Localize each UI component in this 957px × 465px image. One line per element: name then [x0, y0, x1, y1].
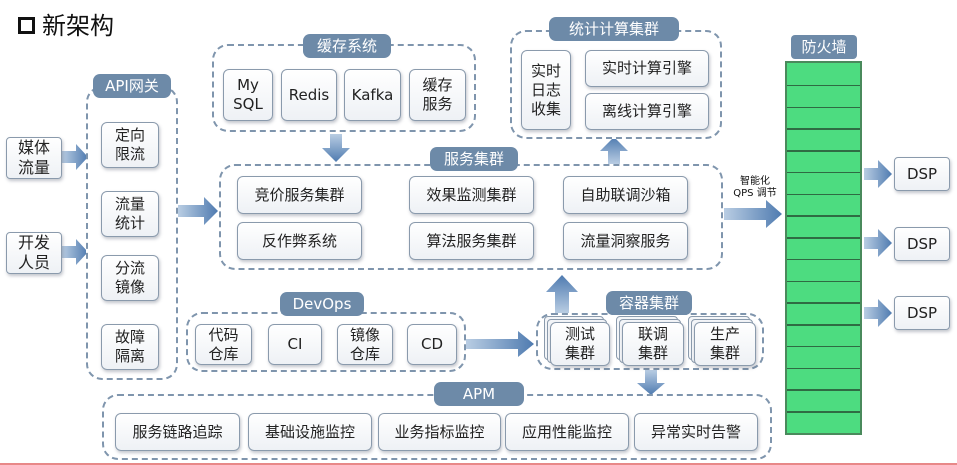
service-item-algorithm: 算法服务集群 — [409, 222, 534, 260]
devops-item-image-repo: 镜像 仓库 — [337, 324, 393, 365]
source-developers: 开发 人员 — [6, 232, 62, 274]
firewall-row-line — [787, 258, 860, 261]
service-item-bidding: 竞价服务集群 — [237, 176, 362, 214]
stats-item-realtime-engine: 实时计算引擎 — [585, 50, 709, 87]
cache-item-kafka: Kafka — [344, 69, 401, 121]
gateway-item-fault-isolation: 故障 隔离 — [101, 324, 159, 370]
apm-item-alerts: 异常实时告警 — [634, 413, 758, 451]
devops-label: DevOps — [280, 292, 364, 316]
devops-item-cd: CD — [407, 324, 457, 365]
gateway-item-traffic-mirror: 分流 镜像 — [101, 255, 159, 301]
apm-item-tracing: 服务链路追踪 — [115, 413, 240, 451]
cache-item-mysql: My SQL — [223, 69, 273, 121]
service-label: 服务集群 — [430, 147, 518, 171]
firewall-row-line — [787, 193, 860, 196]
cache-item-redis: Redis — [281, 69, 337, 121]
firewall-row-line — [787, 106, 860, 109]
gateway-item-rate-limit: 定向 限流 — [101, 122, 159, 168]
firewall-row-line — [787, 324, 860, 326]
stats-label: 统计计算集群 — [549, 17, 679, 41]
arrow-firewall-to-dsp-1 — [864, 160, 892, 188]
service-item-effect-monitor: 效果监测集群 — [409, 176, 534, 214]
arrow-gateway-to-services — [178, 197, 218, 225]
firewall-label: 防火墙 — [791, 35, 857, 59]
firewall-row-line — [787, 237, 860, 239]
devops-item-code-repo: 代码 仓库 — [195, 324, 252, 365]
service-item-sandbox: 自助联调沙箱 — [563, 176, 688, 214]
cache-label: 缓存系统 — [303, 34, 391, 58]
firewall-row-line — [787, 150, 860, 152]
firewall-row-line — [787, 302, 860, 304]
container-item-joint-debug: 联调 集群 — [622, 322, 684, 366]
arrow-dev-to-gateway — [62, 239, 88, 265]
firewall-row-line — [787, 389, 860, 391]
firewall-row-line — [787, 84, 860, 87]
apm-item-app-performance: 应用性能监控 — [505, 413, 629, 451]
container-item-production: 生产 集群 — [694, 322, 756, 366]
dsp-box-2: DSP — [894, 227, 950, 261]
firewall-row-line — [787, 280, 860, 283]
firewall-row-line — [787, 128, 860, 130]
service-item-traffic-insight: 流量洞察服务 — [563, 222, 688, 260]
firewall-row-line — [787, 345, 860, 348]
arrow-container-to-apm — [637, 370, 665, 395]
arrow-media-to-gateway — [62, 144, 88, 170]
firewall-note: 智能化 QPS 调节 — [733, 176, 777, 199]
apm-item-business-metrics: 业务指标监控 — [378, 413, 501, 451]
firewall-row-line — [787, 367, 860, 370]
page-title: 新架构 — [42, 12, 114, 40]
container-label: 容器集群 — [606, 291, 692, 315]
cache-item-cache-service: 缓存 服务 — [409, 69, 466, 121]
container-item-test: 测试 集群 — [550, 322, 610, 366]
arrow-firewall-to-dsp-2 — [864, 229, 892, 257]
source-media-traffic: 媒体 流量 — [6, 137, 62, 179]
arrow-services-to-stats — [600, 137, 628, 164]
arrow-devops-to-containers — [466, 331, 534, 357]
dsp-box-3: DSP — [894, 296, 950, 330]
firewall-row-line — [787, 411, 860, 413]
firewall-wall — [785, 61, 862, 435]
stats-item-offline-engine: 离线计算引擎 — [585, 93, 709, 130]
apm-item-infra-monitor: 基础设施监控 — [248, 413, 372, 451]
gateway-item-traffic-stats: 流量 统计 — [101, 191, 159, 237]
arrow-services-to-firewall — [724, 200, 782, 228]
apm-label: APM — [434, 382, 524, 406]
service-item-anti-fraud: 反作弊系统 — [237, 222, 362, 260]
arrow-firewall-to-dsp-3 — [864, 299, 892, 327]
title-checkbox-icon — [18, 17, 35, 34]
arrow-cache-to-services — [322, 134, 350, 162]
firewall-row-line — [787, 215, 860, 217]
stats-log-collection: 实时 日志 收集 — [521, 50, 571, 130]
firewall-row-line — [787, 171, 860, 174]
api-gateway-label: API网关 — [93, 74, 171, 98]
arrow-container-to-services — [546, 275, 578, 313]
devops-item-ci: CI — [268, 324, 322, 365]
dsp-box-1: DSP — [894, 157, 950, 191]
